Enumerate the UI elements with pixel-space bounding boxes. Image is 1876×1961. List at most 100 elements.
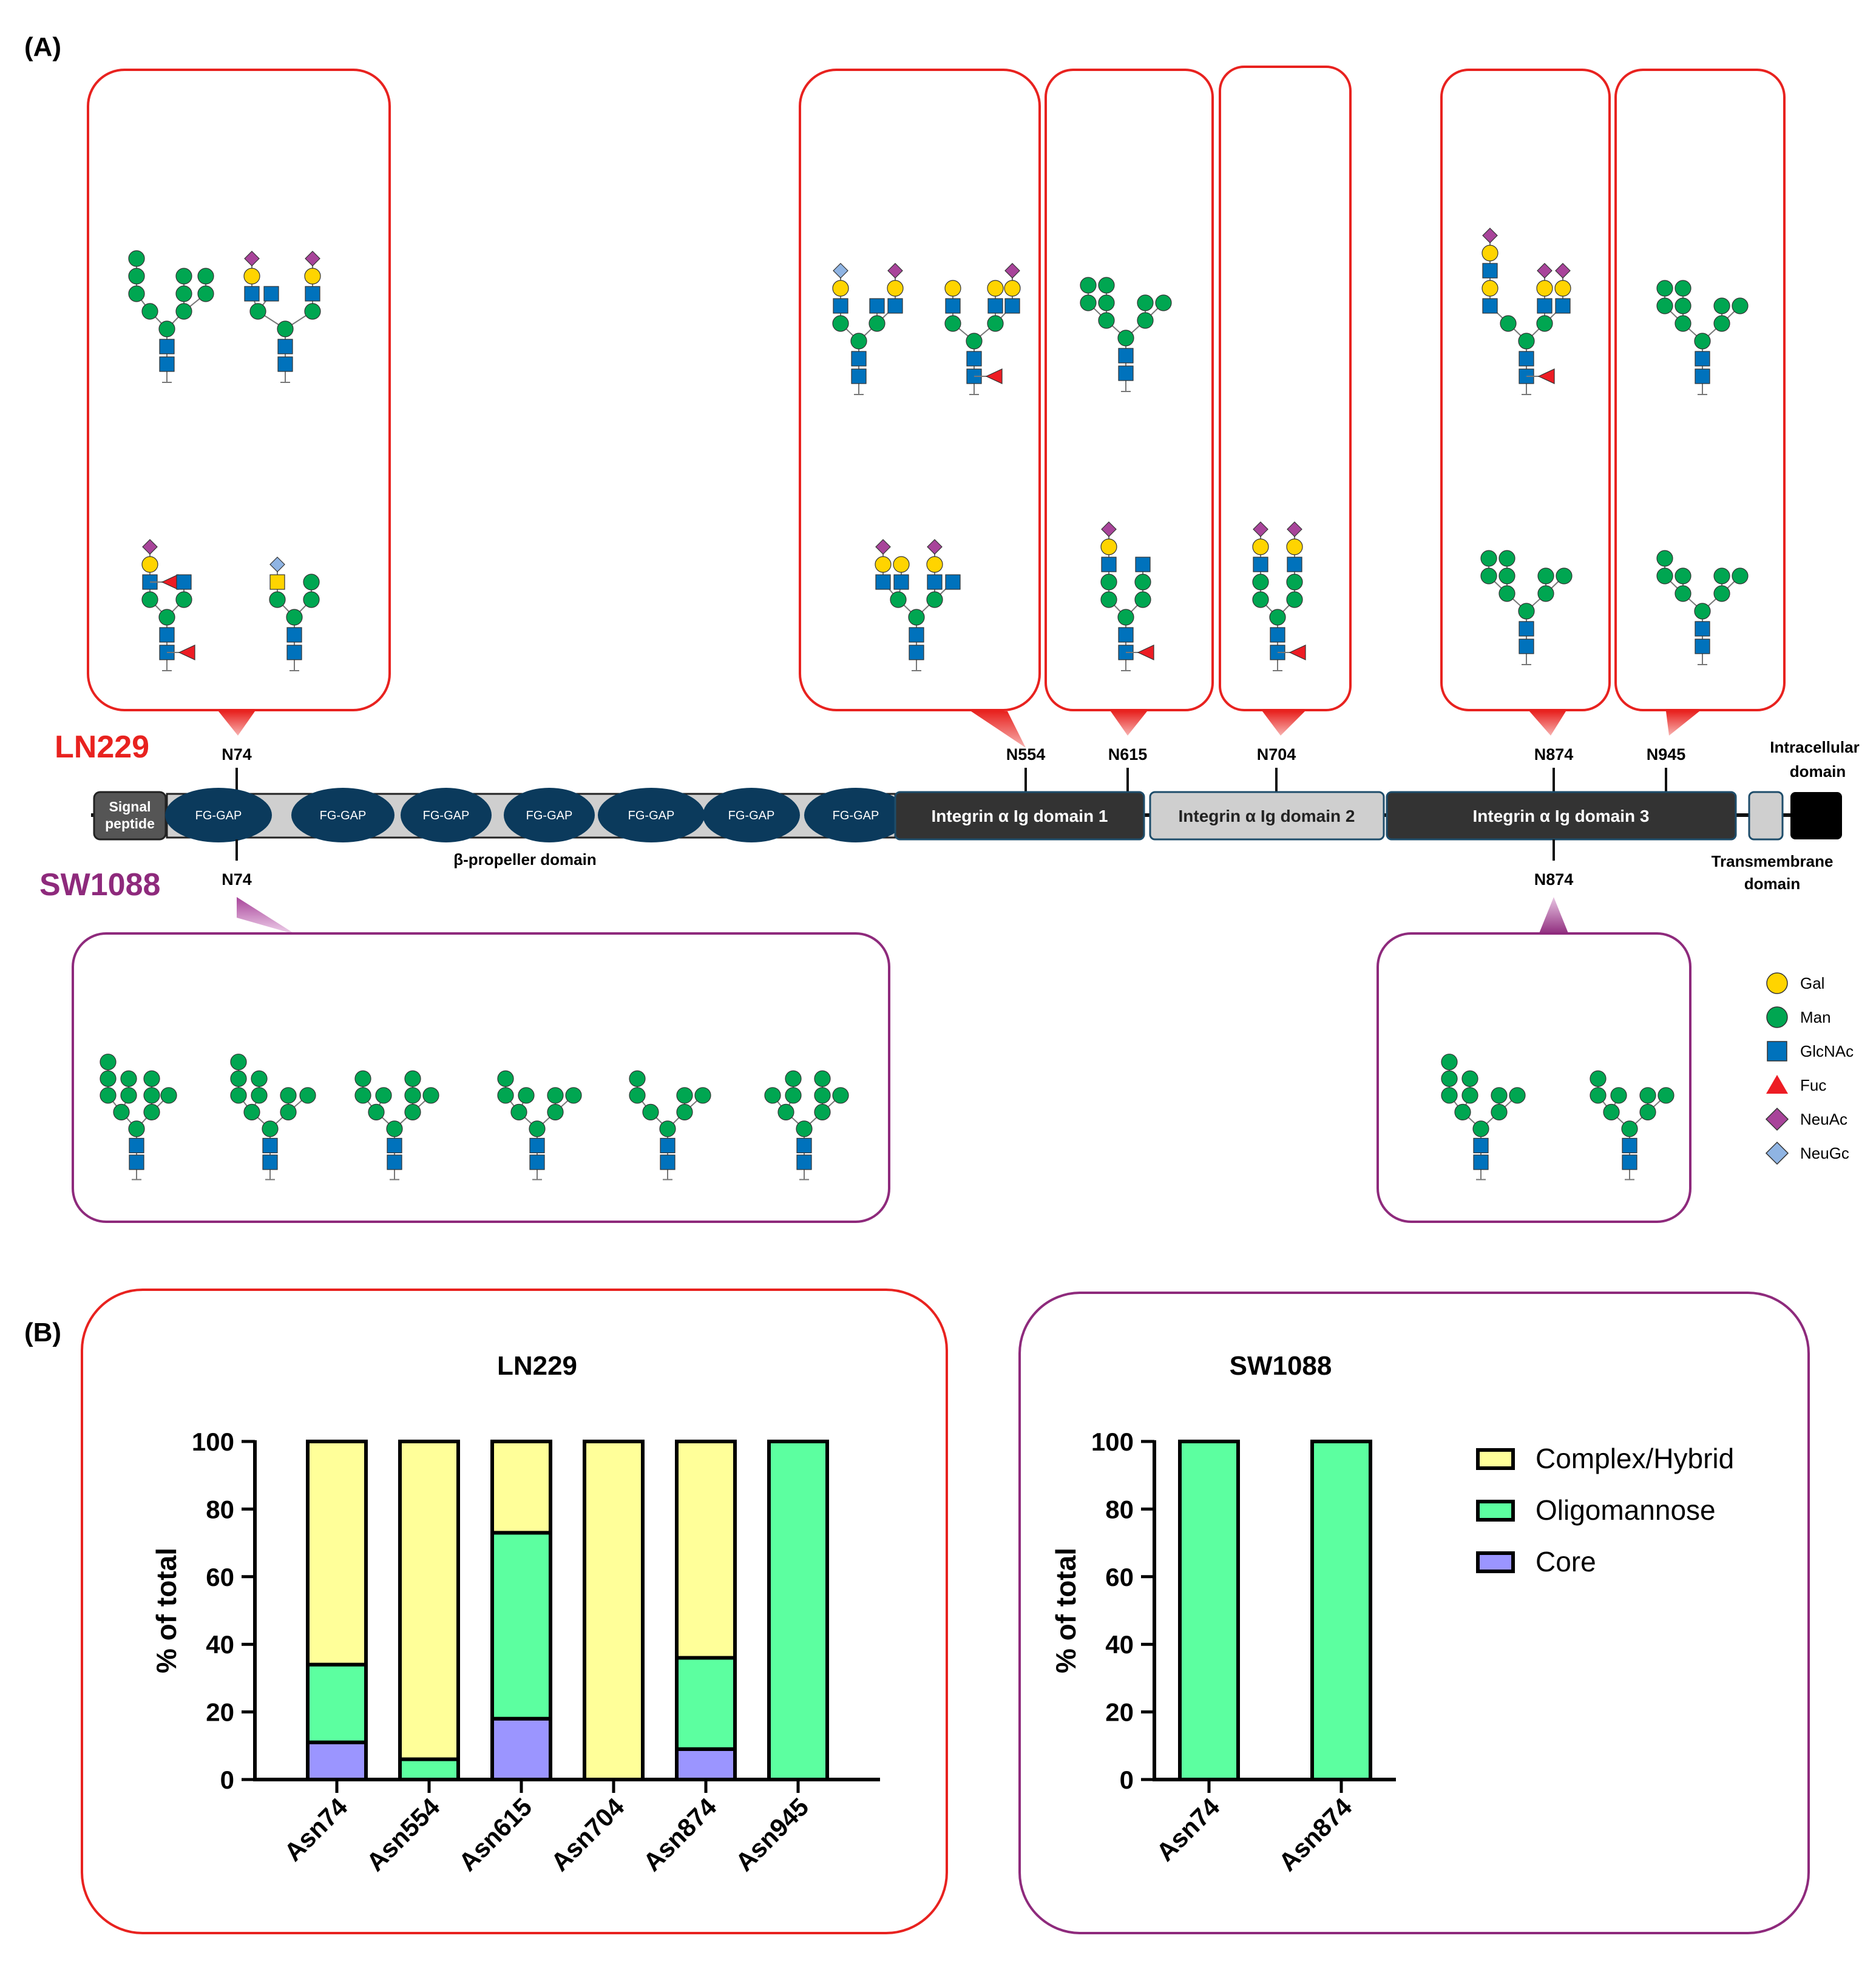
glcnac-symbol: [1004, 298, 1020, 314]
legend-item-man: Man: [1766, 1006, 1831, 1028]
man-symbol: [1441, 1054, 1458, 1071]
glcnac-symbol: [1622, 1137, 1637, 1154]
bar-segment-complex-hybrid: [306, 1440, 368, 1667]
man-symbol: [529, 1120, 546, 1137]
man-symbol: [160, 1087, 177, 1104]
gal-symbol: [987, 280, 1004, 297]
glcnac-symbol: [966, 351, 982, 367]
gal-symbol: [1286, 538, 1303, 555]
svg-text:domain: domain: [1790, 762, 1846, 781]
man-symbol: [796, 1120, 813, 1137]
chart-box-ln229: [81, 1289, 948, 1934]
gal-symbol: [893, 556, 910, 573]
gal-symbol: [141, 556, 158, 573]
site-label: N945: [1647, 745, 1686, 764]
chart-legend-item: Core: [1476, 1546, 1596, 1577]
man-symbol: [304, 303, 321, 320]
glycan: [1481, 228, 1571, 395]
chart-legend-label: Complex/Hybrid: [1536, 1443, 1734, 1474]
man-symbol: [251, 1070, 268, 1087]
fg-gap-label: FG-GAP: [628, 809, 675, 822]
man-symbol: [1732, 297, 1749, 314]
y-axis-label: % of total: [151, 1548, 182, 1673]
legend-symbol-fuc: [1766, 1075, 1788, 1094]
man-symbol: [1134, 591, 1151, 608]
man-symbol: [1656, 550, 1673, 567]
glycan-box-n945: [1614, 69, 1786, 711]
man-symbol: [1137, 312, 1154, 329]
man-symbol: [764, 1087, 781, 1104]
man-symbol: [1694, 603, 1711, 620]
callout-n615: [1111, 711, 1147, 736]
glcnac-symbol: [129, 1154, 144, 1170]
man-symbol: [1252, 574, 1269, 591]
man-symbol: [814, 1103, 831, 1120]
glcnac-symbol: [129, 1137, 144, 1154]
neuac-symbol: [1253, 521, 1268, 537]
glycan: [1480, 550, 1573, 665]
y-tick-label: 100: [1091, 1428, 1134, 1456]
glycan: [832, 263, 904, 395]
man-symbol: [368, 1103, 385, 1120]
man-symbol: [1590, 1070, 1607, 1087]
neugc-symbol: [269, 557, 285, 572]
gal-symbol: [243, 268, 260, 285]
fg-gap-label: FG-GAP: [320, 809, 367, 822]
man-symbol: [1472, 1120, 1489, 1137]
x-tick-label: Asn874: [637, 1792, 722, 1877]
man-symbol: [1556, 567, 1573, 584]
man-symbol: [249, 303, 266, 320]
man-symbol: [1441, 1070, 1458, 1087]
gal-symbol: [1536, 280, 1553, 297]
man-symbol: [277, 320, 294, 337]
man-symbol: [1155, 294, 1172, 311]
y-tick-label: 80: [206, 1495, 234, 1523]
ig1-label: Integrin α Ig domain 1: [931, 807, 1108, 825]
legend-label: NeuGc: [1800, 1144, 1849, 1162]
ln229-glycan-boxes: [87, 66, 1786, 711]
man-symbol: [422, 1087, 439, 1104]
chart-title: LN229: [497, 1351, 577, 1381]
man-symbol: [777, 1103, 794, 1120]
man-symbol: [1518, 603, 1535, 620]
bar-segment-complex-hybrid: [675, 1440, 737, 1660]
glcnac-symbol: [387, 1154, 402, 1170]
man-symbol: [280, 1103, 297, 1120]
man-symbol: [1498, 567, 1515, 584]
glcnac-symbol: [159, 339, 175, 354]
panel-label-b: (B): [24, 1318, 61, 1347]
man-symbol: [243, 1103, 260, 1120]
man-symbol: [158, 609, 175, 626]
man-symbol: [1713, 297, 1730, 314]
glycan: [1080, 277, 1172, 392]
man-symbol: [987, 315, 1004, 332]
legend-item-glcnac: GlcNAc: [1767, 1041, 1854, 1062]
man-symbol: [629, 1070, 646, 1087]
gal-symbol: [1481, 245, 1498, 262]
chart-box-sw1088: [1018, 1292, 1810, 1934]
man-symbol: [1286, 591, 1303, 608]
gal-symbol: [926, 556, 943, 573]
glcnac-symbol: [286, 645, 302, 660]
man-symbol: [1537, 567, 1554, 584]
man-symbol: [869, 315, 886, 332]
transmembrane-box: [1748, 791, 1784, 841]
legend-symbol-man: [1766, 1006, 1788, 1028]
man-symbol: [143, 1087, 160, 1104]
signal-peptide-label: Signal: [109, 799, 151, 815]
chart-legend-swatch: [1476, 1448, 1515, 1470]
ig2-box: [1149, 791, 1385, 841]
glycan: [629, 1070, 711, 1180]
glcnac-symbol: [945, 574, 961, 590]
x-tick-label: Asn704: [545, 1792, 629, 1877]
y-tick-label: 0: [220, 1766, 234, 1794]
fuc-symbol: [1137, 645, 1154, 660]
legend-symbol-neuac: [1765, 1107, 1789, 1131]
x-tick-label: Asn554: [361, 1792, 445, 1877]
transmembrane-label: Transmembrane: [1712, 852, 1834, 870]
man-symbol: [1656, 567, 1673, 584]
site-label: N74: [222, 745, 252, 764]
man-symbol: [141, 591, 158, 608]
man-symbol: [1134, 574, 1151, 591]
glcnac-symbol: [869, 298, 885, 314]
